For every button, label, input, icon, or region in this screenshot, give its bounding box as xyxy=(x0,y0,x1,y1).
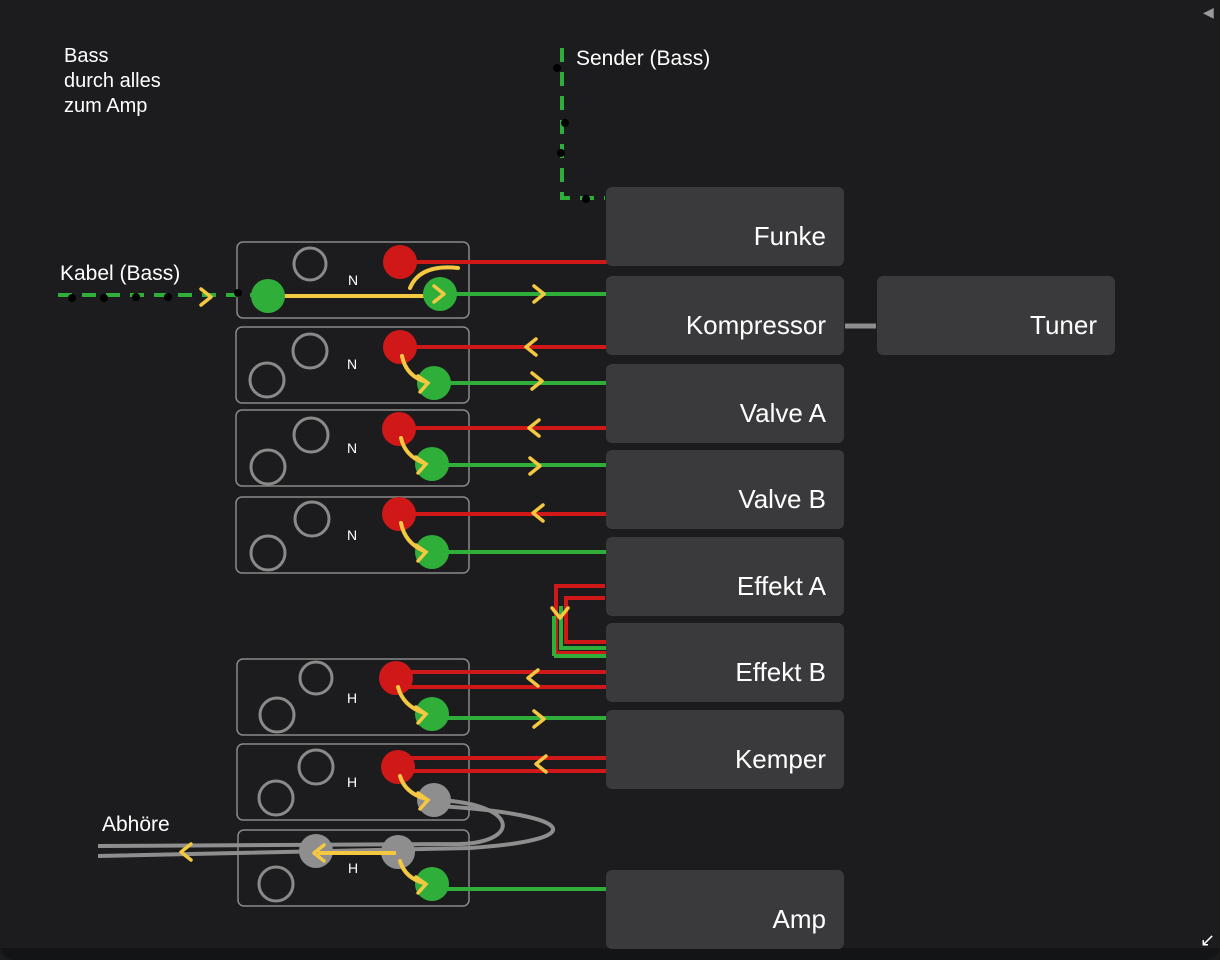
row-mode-1: N xyxy=(348,272,358,288)
device-valve-a: Valve A xyxy=(606,364,844,443)
device-label: Kemper xyxy=(734,744,826,774)
resize-handle-icon[interactable]: ↙ xyxy=(1200,930,1216,950)
device-effekt-b: Effekt B xyxy=(606,623,844,702)
device-label: Amp xyxy=(772,904,826,934)
device-funke: Funke xyxy=(606,187,844,266)
row-mode-4: N xyxy=(347,527,357,543)
device-label: Funke xyxy=(753,221,826,251)
patch-panel-3 xyxy=(235,409,470,487)
row-mode-7: H xyxy=(348,860,358,876)
sender-label: Sender (Bass) xyxy=(576,47,711,70)
device-label: Effekt A xyxy=(736,571,826,601)
device-label: Effekt B xyxy=(735,657,826,687)
collapse-arrow-icon[interactable]: ◀ xyxy=(1203,4,1214,20)
patch-panel-4 xyxy=(235,496,470,574)
device-label: Kompressor xyxy=(685,310,826,340)
device-tuner: Tuner xyxy=(877,276,1115,355)
row6-wires xyxy=(381,750,607,817)
effect-loop xyxy=(550,584,612,658)
monitor-cables xyxy=(97,798,556,858)
row7-wires xyxy=(299,834,607,901)
bottom-strip xyxy=(0,948,1220,960)
patch-panel-6 xyxy=(236,743,470,821)
patch-panel-5 xyxy=(236,658,470,736)
row3-wires xyxy=(382,412,607,481)
patch-panel-1 xyxy=(236,241,470,319)
device-valve-b: Valve B xyxy=(606,450,844,529)
row5-wires xyxy=(379,661,607,731)
patch-panel-7 xyxy=(237,829,470,907)
monitor-label: Abhöre xyxy=(102,813,170,836)
diagram-note: Bass durch alles zum Amp xyxy=(64,45,161,117)
cable-label: Kabel (Bass) xyxy=(60,262,181,285)
row-mode-3: N xyxy=(347,440,357,456)
sender-cable xyxy=(553,48,605,203)
device-effekt-a: Effekt A xyxy=(606,537,844,616)
row-mode-5: H xyxy=(347,690,357,706)
device-label: Tuner xyxy=(1030,310,1097,340)
patch-panel-2 xyxy=(235,326,470,404)
row4-wires xyxy=(382,497,607,569)
row1-wires xyxy=(251,245,607,313)
bass-cable xyxy=(58,287,255,307)
row-mode-2: N xyxy=(347,356,357,372)
device-amp: Amp xyxy=(606,870,844,949)
row-mode-6: H xyxy=(347,774,357,790)
device-kompressor: Kompressor xyxy=(606,276,844,355)
device-label: Valve B xyxy=(738,484,826,514)
row2-wires xyxy=(383,330,607,400)
device-label: Valve A xyxy=(739,398,826,428)
device-kemper: Kemper xyxy=(606,710,844,789)
